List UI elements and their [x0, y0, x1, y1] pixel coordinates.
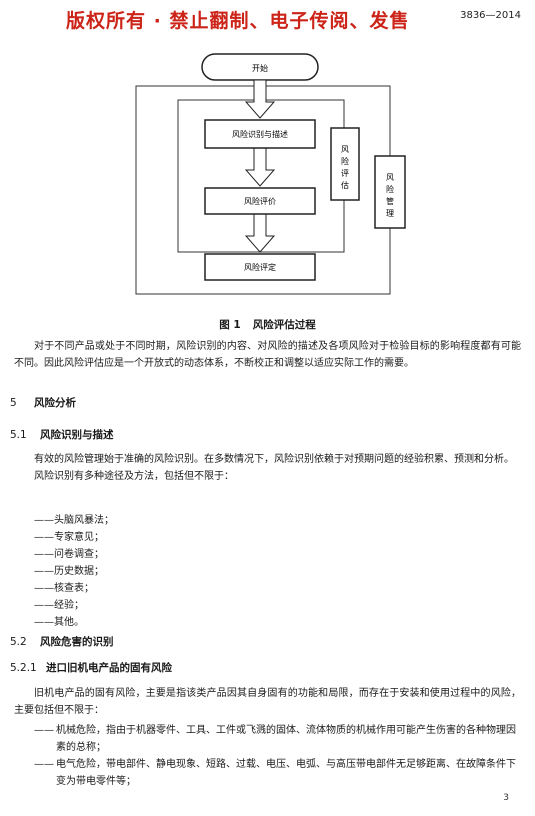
section-number: 5: [10, 397, 17, 409]
section-5-1-paragraph-block: 有效的风险管理始于准确的风险识别。在多数情况下，风险识别依赖于对预期问题的经验积…: [14, 451, 521, 485]
method-item: ——经验；: [34, 600, 84, 611]
risk-text: 机械危险，指由于机器零件、工具、工件或飞溅的固体、流体物质的机械作用可能产生伤害…: [56, 725, 516, 753]
risk-text: 电气危险，带电部件、静电现象、短路、过载、电压、电弧、与高压带电部件无足够距离、…: [56, 759, 516, 787]
section-title: 风险分析: [34, 397, 76, 409]
method-item: ——其他。: [34, 617, 84, 628]
section-title: 风险危害的识别: [40, 636, 114, 648]
assess-side-label: 风险评估: [341, 145, 349, 190]
risk-assessment-flowchart: 开始 风险识别与描述 风险评价 风险评定 风险评估 风险管理: [135, 53, 406, 295]
arrow-evaluate-to-rate: [244, 213, 276, 253]
risk-item: ——电气危险，带电部件、静电现象、短路、过载、电压、电弧、与高压带电部件无足够距…: [34, 756, 519, 790]
copyright-watermark: 版权所有 · 禁止翻制、电子传阅、发售: [66, 10, 410, 32]
risk-item: ——机械危险，指由于机器零件、工具、工件或飞溅的固体、流体物质的机械作用可能产生…: [34, 722, 519, 756]
start-label: 开始: [252, 63, 268, 73]
rate-label: 风险评定: [244, 262, 276, 272]
arrow-identify-to-evaluate: [244, 147, 276, 187]
section-5-heading: 5 风险分析: [10, 395, 76, 410]
section-title: 进口旧机电产品的固有风险: [46, 662, 172, 674]
section-5-1-heading: 5.1 风险识别与描述: [10, 427, 114, 442]
method-item: ——核查表；: [34, 583, 94, 594]
section-5-2-heading: 5.2 风险危害的识别: [10, 634, 114, 649]
section-5-2-1-paragraph-block: 旧机电产品的固有风险，主要是指该类产品因其自身固有的功能和局限，而存在于安装和使…: [14, 685, 521, 719]
section-number: 5.2.1: [10, 662, 37, 674]
identify-node: [204, 119, 316, 149]
section-number: 5.2: [10, 636, 27, 648]
risk-dash: ——: [34, 725, 54, 736]
intro-paragraph: 对于不同产品或处于不同时期，风险识别的内容、对风险的描述及各项风险对于检验目标的…: [14, 341, 521, 369]
page-number: 3: [503, 793, 509, 803]
identify-label: 风险识别与描述: [232, 129, 288, 139]
section-5-2-1-heading: 5.2.1 进口旧机电产品的固有风险: [10, 660, 172, 675]
figure-title: 风险评估过程: [252, 319, 316, 331]
evaluate-label: 风险评价: [244, 196, 276, 206]
method-item: ——问卷调查；: [34, 549, 104, 560]
method-item: ——头脑风暴法；: [34, 515, 114, 526]
method-item: ——历史数据；: [34, 566, 104, 577]
manage-side-label: 风险管理: [386, 173, 394, 218]
arrow-start-to-identify: [244, 79, 276, 119]
paragraph-5-2-1: 旧机电产品的固有风险，主要是指该类产品因其自身固有的功能和局限，而存在于安装和使…: [14, 688, 521, 716]
assess-side-box: [330, 127, 360, 201]
figure-number: 图 1: [219, 319, 241, 331]
document-number: 3836—2014: [460, 10, 521, 21]
paragraph-5-1-a: 有效的风险管理始于准确的风险识别。在多数情况下，风险识别依赖于对预期问题的经验积…: [34, 454, 514, 465]
manage-side-box: [374, 155, 406, 229]
figure-caption: 图 1 风险评估过程: [0, 317, 535, 332]
section-title: 风险识别与描述: [40, 429, 114, 441]
paragraph-5-1-b: 风险识别有多种途径及方法，包括但不限于：: [34, 471, 234, 482]
rate-node: [204, 253, 316, 281]
intro-paragraph-block: 对于不同产品或处于不同时期，风险识别的内容、对风险的描述及各项风险对于检验目标的…: [14, 338, 521, 372]
method-item: ——专家意见；: [34, 532, 104, 543]
risk-dash: ——: [34, 759, 54, 770]
section-number: 5.1: [10, 429, 27, 441]
evaluate-node: [204, 187, 316, 215]
